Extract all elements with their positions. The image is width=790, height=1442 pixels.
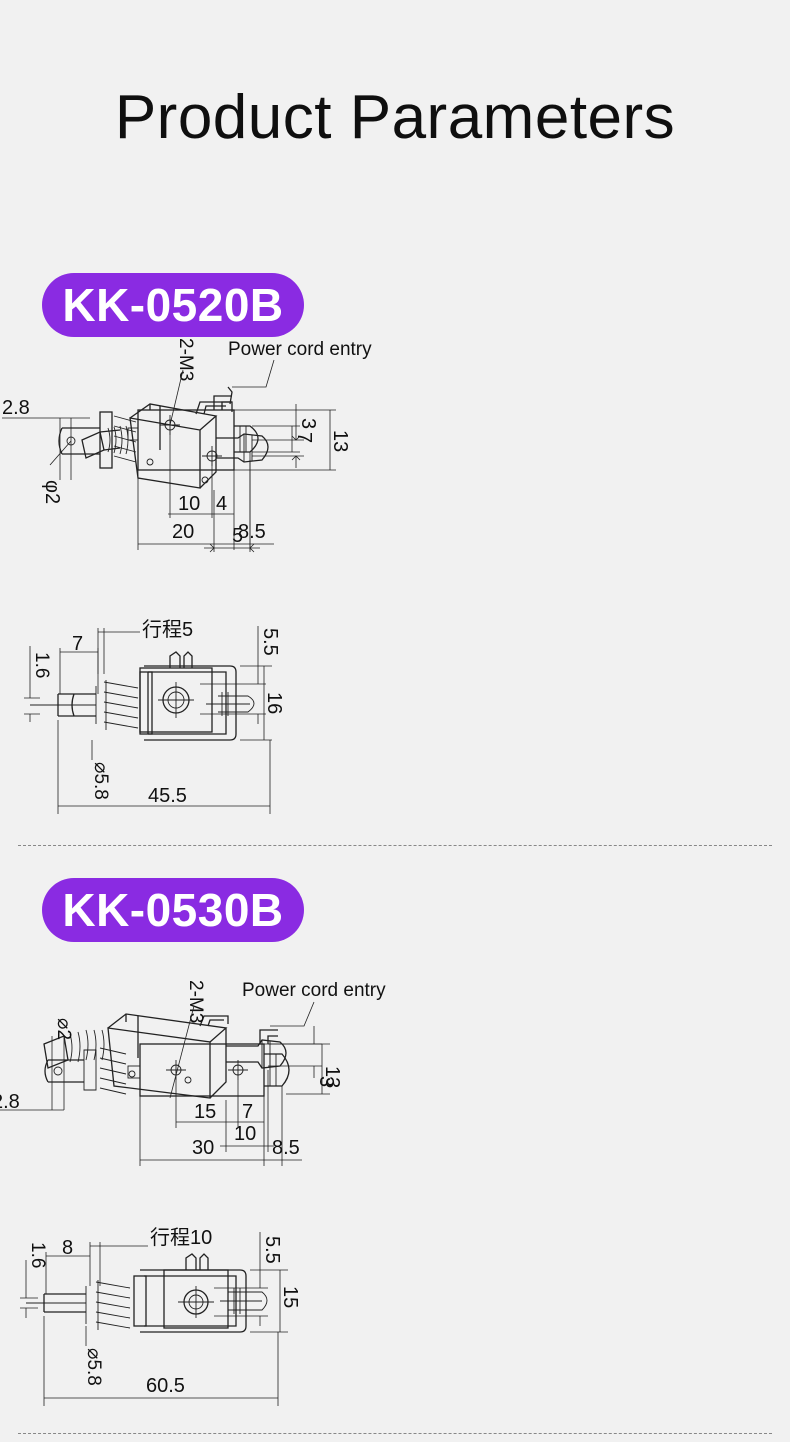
- dim2-tip-t: 1.6: [27, 1242, 48, 1268]
- dim2-height: 13: [321, 1066, 343, 1088]
- dim-height: 13: [329, 430, 351, 452]
- section-divider: [18, 845, 772, 846]
- model-2-side-view: Power cord entry 2-M3 ⌀2 2.8 13 15 7 30 …: [0, 980, 386, 1166]
- page-title: Product Parameters: [114, 83, 676, 152]
- label-stroke: 行程5: [142, 618, 193, 641]
- model-1-end-view: 5.5: [139, 626, 281, 733]
- label2-plunger-dia: ⌀2: [53, 1018, 74, 1040]
- dim-plunger-len: 8.5: [238, 521, 266, 543]
- dim-tip-t: 1.6: [31, 652, 52, 678]
- dim-tip-len: 7: [72, 633, 83, 655]
- dim-cord-h: 7: [293, 432, 315, 443]
- dim-total-len: 45.5: [148, 785, 187, 807]
- dim2-hole-b: 7: [242, 1101, 253, 1123]
- dim-hole-b: 4: [216, 493, 227, 515]
- model-2-top-view: 行程10 1.6 8 ⌀5.8 15 60.5: [20, 1226, 301, 1406]
- label-plunger-dia: φ2: [41, 480, 63, 504]
- dim2-iso-pin: 3: [315, 1076, 337, 1087]
- dim2-pin-offset: 2.8: [0, 1091, 20, 1113]
- dim-iso-pin: 3: [297, 418, 319, 429]
- dim-end-offset: 5.5: [259, 628, 281, 656]
- label-shaft-dia: ⌀5.8: [90, 762, 111, 800]
- dim-frame-h: 16: [263, 692, 285, 714]
- label2-shaft-dia: ⌀5.8: [83, 1348, 104, 1386]
- section-divider-bottom: [18, 1433, 772, 1434]
- dim2-plunger-len: 8.5: [272, 1137, 300, 1159]
- dim2-end-offset: 5.5: [261, 1236, 283, 1264]
- dim2-hole-a: 15: [194, 1101, 216, 1123]
- dim2-frame-h: 15: [279, 1286, 301, 1308]
- dim-body-len: 20: [172, 521, 194, 543]
- dim-pin-offset: 2.8: [2, 397, 30, 419]
- dim2-iso-len: 10: [234, 1123, 256, 1145]
- label2-power-cord: Power cord entry: [242, 980, 386, 1001]
- model-2-end-view: 5.5: [163, 1232, 283, 1329]
- model-badge-kk-0530b: KK-0530B: [42, 878, 304, 942]
- dim-hole-a: 10: [178, 493, 200, 515]
- dim-iso-len: 5: [232, 525, 243, 547]
- label-power-cord: Power cord entry: [228, 339, 372, 360]
- model-badge-kk-0520b: KK-0520B: [42, 273, 304, 337]
- label2-stroke: 行程10: [150, 1226, 212, 1249]
- model-1-isometric-view: 3 5: [81, 401, 319, 553]
- model-2-isometric-view: 3 10: [43, 1013, 337, 1152]
- model-1-side-view: Power cord entry 2-M3 2.8 φ2 7 13 10 4 2…: [2, 338, 372, 550]
- label2-thread: 2-M3: [185, 980, 206, 1023]
- dim2-body-len: 30: [192, 1137, 214, 1159]
- dim2-tip-len: 8: [62, 1237, 73, 1259]
- dim2-total-len: 60.5: [146, 1375, 185, 1397]
- label-thread: 2-M3: [175, 338, 196, 381]
- model-1-top-view: 行程5 1.6 7 ⌀5.8 16 45.5: [24, 618, 285, 814]
